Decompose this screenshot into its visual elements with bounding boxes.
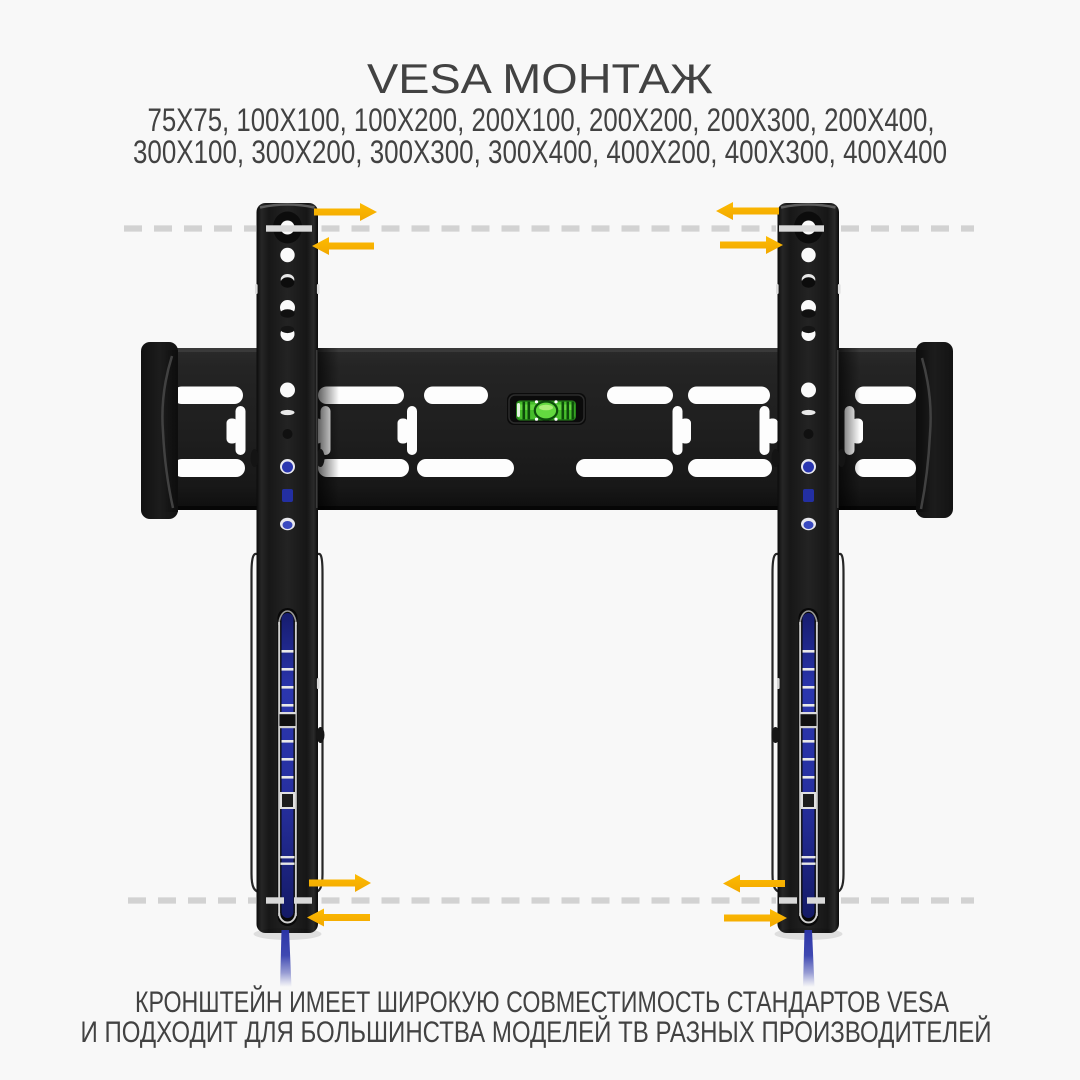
svg-text:И ПОДХОДИТ ДЛЯ БОЛЬШИНСТВА МОД: И ПОДХОДИТ ДЛЯ БОЛЬШИНСТВА МОДЕЛЕЙ ТВ РА… <box>81 1015 992 1049</box>
svg-text:VESA МОНТАЖ: VESA МОНТАЖ <box>367 55 713 102</box>
svg-text:КРОНШТЕЙН ИМЕЕТ ШИРОКУЮ СОВМЕС: КРОНШТЕЙН ИМЕЕТ ШИРОКУЮ СОВМЕСТИМОСТЬ СТ… <box>135 985 949 1019</box>
svg-text:75X75, 100X100, 100X200, 200X1: 75X75, 100X100, 100X200, 200X100, 200X20… <box>148 102 935 138</box>
svg-text:300X100, 300X200, 300X300, 300: 300X100, 300X200, 300X300, 300X400, 400X… <box>133 134 947 170</box>
